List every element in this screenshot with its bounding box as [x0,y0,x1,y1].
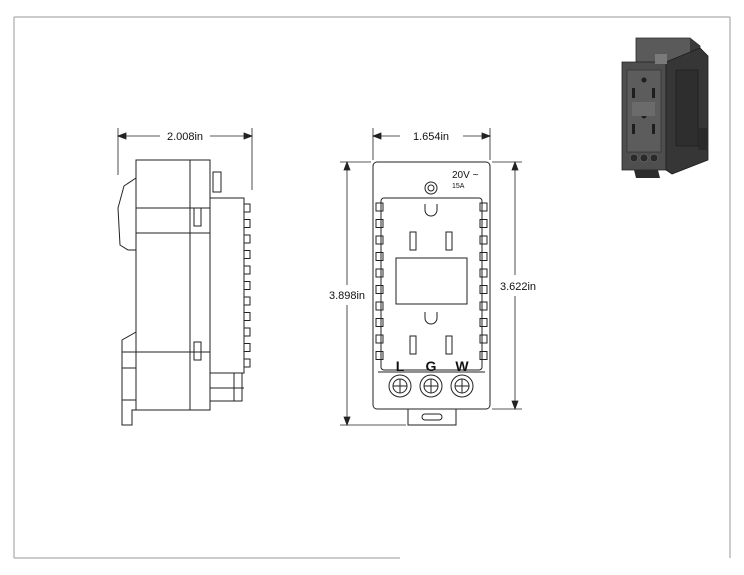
side-fin [243,312,251,321]
front-fin-left [375,219,384,228]
front-fin-right [479,334,488,344]
side-fin [243,281,251,290]
front-fin-right [479,268,488,278]
side-view [117,159,245,426]
side-fin [243,296,251,306]
side-fin [243,234,251,244]
front-fins [375,202,488,360]
side-fin [243,219,251,228]
front-overall-height-label: 3.898in [329,290,365,302]
front-fin-left [375,235,384,245]
front-fin-right [479,252,488,261]
terminal-screw-l [388,374,412,398]
front-fin-left [375,252,384,261]
front-fin-left [375,351,384,360]
side-fin [243,250,251,259]
front-body-height-dimension [492,160,522,411]
rating-current: 15A [452,183,465,190]
isometric-view [621,37,709,178]
front-fin-right [479,301,488,311]
terminal-label-w: W [455,358,469,374]
side-fin [243,358,251,368]
front-fin-left [375,285,384,294]
front-fin-left [375,318,384,327]
front-view [372,161,491,426]
front-body-height-label: 3.622in [500,281,536,293]
side-fin [243,343,251,352]
front-fin-right [479,235,488,245]
rating-voltage: 20V ~ [452,170,479,181]
front-fin-left [375,268,384,278]
drawing-frame [13,16,731,559]
front-width-dimension [371,128,492,160]
terminal-screw-g [419,374,443,398]
side-fin [243,327,251,337]
front-fin-right [479,351,488,360]
side-fin [243,265,251,275]
front-fin-left [375,301,384,311]
terminal-screw-w [450,374,474,398]
front-fin-right [479,219,488,228]
side-width-label: 2.008in [167,131,203,143]
front-fin-right [479,285,488,294]
front-fin-right [479,202,488,212]
front-width-label: 1.654in [413,131,449,143]
front-overall-height-dimension [340,160,406,427]
front-fin-left [375,334,384,344]
terminal-label-g: G [426,358,437,374]
terminal-label-l: L [396,358,405,374]
side-fin [243,203,251,213]
side-fins [243,203,251,368]
front-fin-right [479,318,488,327]
front-fin-left [375,202,384,212]
side-width-dimension [116,128,254,190]
